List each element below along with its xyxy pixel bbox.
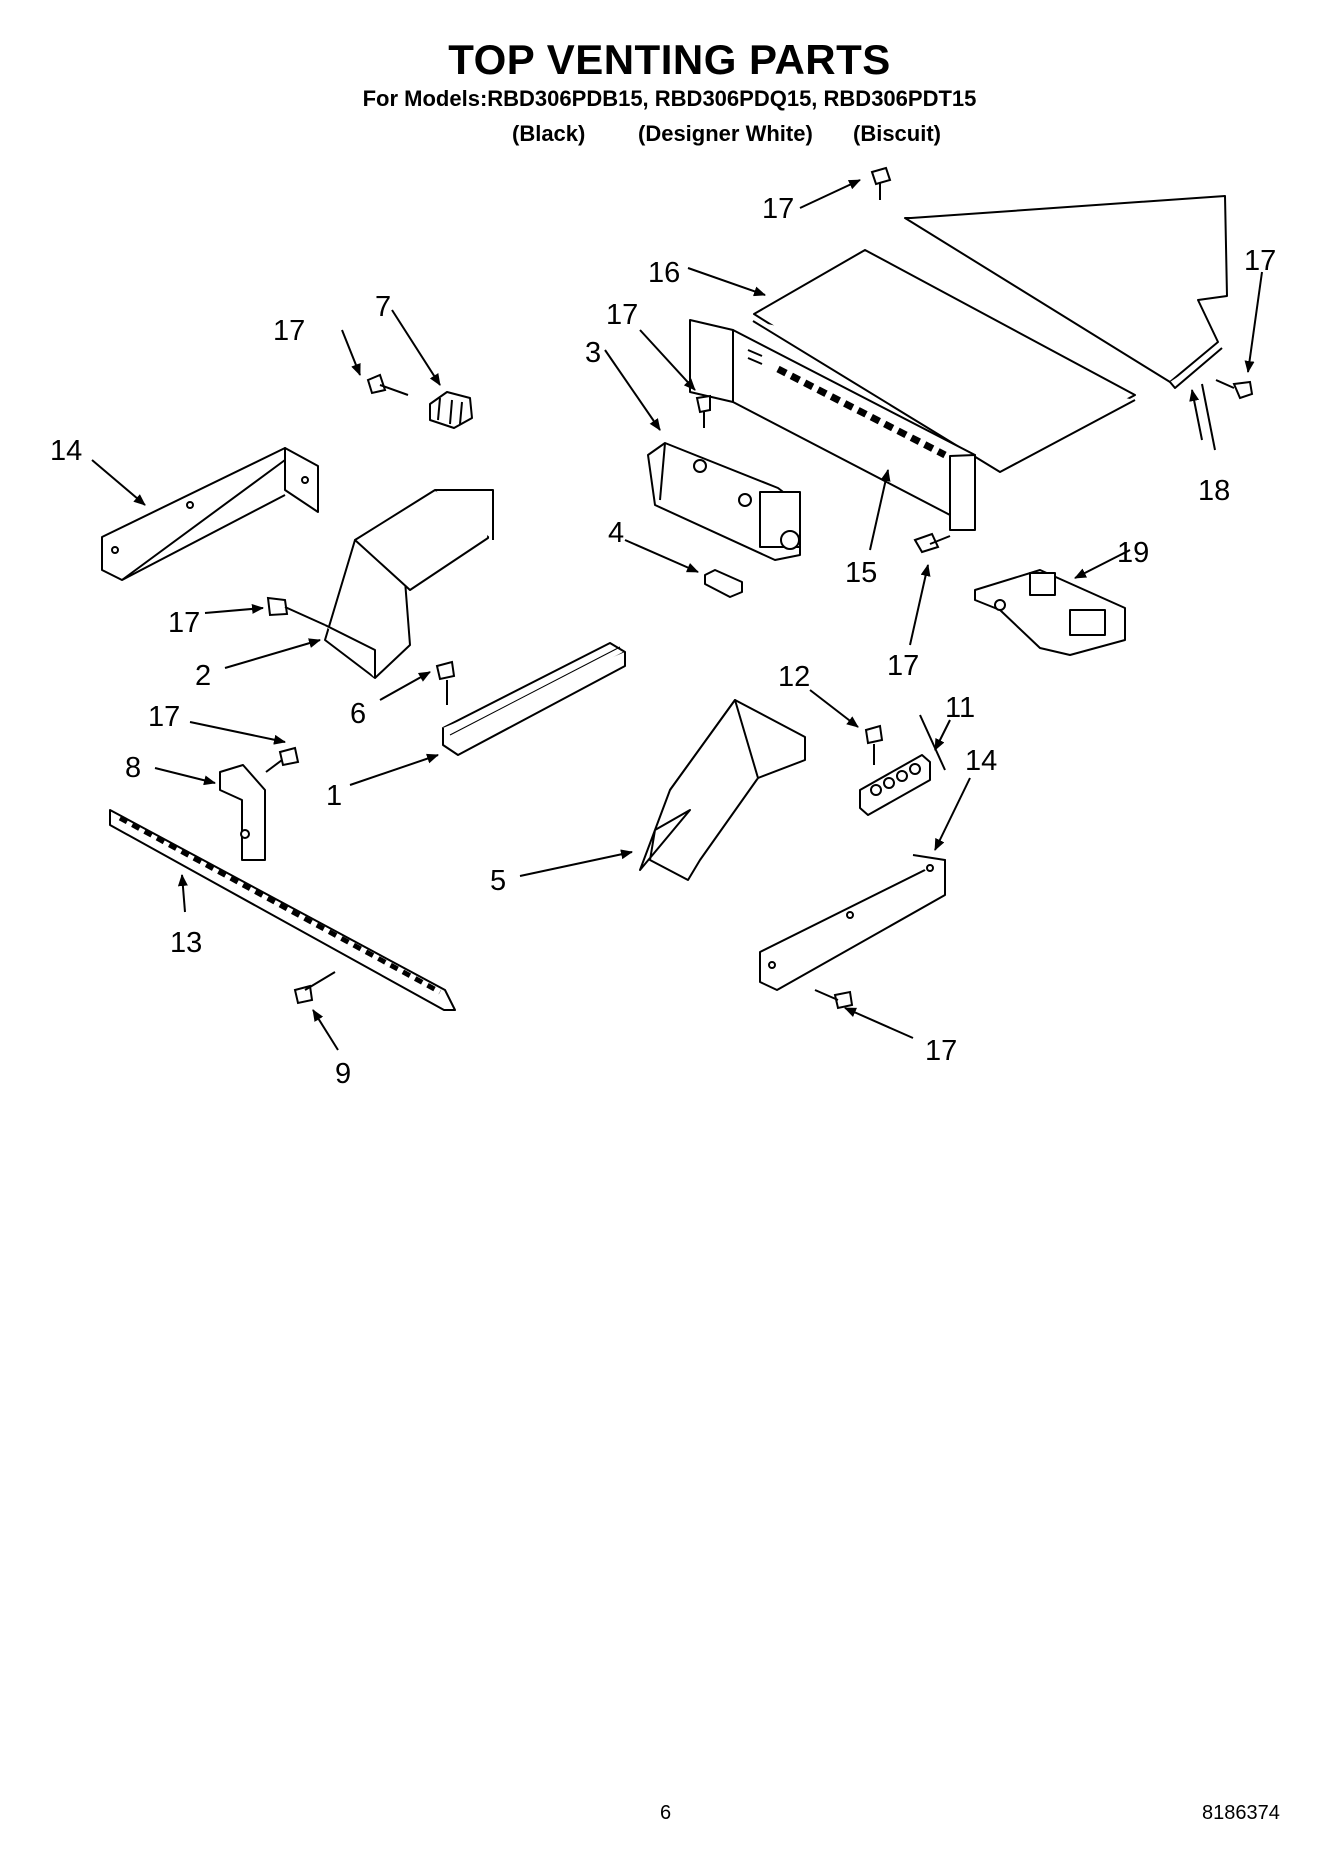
screw-6 xyxy=(435,660,456,705)
part-5-deflector xyxy=(639,699,806,881)
screw-12 xyxy=(864,724,884,765)
callout-3: 3 xyxy=(585,337,601,369)
page-number: 6 xyxy=(660,1802,672,1824)
callout-15: 15 xyxy=(845,557,877,589)
document-number: 8186374 xyxy=(1202,1802,1280,1824)
part-19-bracket-plate xyxy=(974,569,1126,656)
callout-5: 5 xyxy=(490,865,506,897)
callout-12: 12 xyxy=(778,661,810,693)
part-8-clip xyxy=(219,764,266,861)
callout-17: 17 xyxy=(887,650,919,682)
callout-2: 2 xyxy=(195,660,211,692)
callout-11: 11 xyxy=(945,692,975,724)
part-14-right-bracket xyxy=(759,854,946,991)
screw-top-right xyxy=(1215,379,1254,400)
callout-17: 17 xyxy=(606,299,638,331)
callout-17: 17 xyxy=(762,193,794,225)
screw-top-center xyxy=(870,166,892,200)
screw-8 xyxy=(265,746,300,773)
callout-17: 17 xyxy=(273,315,305,347)
screw-2 xyxy=(266,596,326,626)
variant-black: (Black) xyxy=(512,121,586,146)
callout-16: 16 xyxy=(648,257,680,289)
callout-19: 19 xyxy=(1117,537,1149,569)
screw-15 xyxy=(913,532,951,554)
callout-8: 8 xyxy=(125,752,141,784)
models-line: For Models:RBD306PDB15, RBD306PDQ15, RBD… xyxy=(362,86,977,111)
callout-4: 4 xyxy=(608,517,624,549)
part-18-cover-plate xyxy=(904,195,1228,389)
leader-lines xyxy=(91,179,1263,1051)
page-title: TOP VENTING PARTS xyxy=(448,36,891,83)
callout-6: 6 xyxy=(350,698,366,730)
callout-18: 18 xyxy=(1198,475,1230,507)
screw-3 xyxy=(695,394,711,428)
variant-biscuit: (Biscuit) xyxy=(853,121,941,146)
callout-17: 17 xyxy=(1244,245,1276,277)
callout-17: 17 xyxy=(168,607,200,639)
callout-labels: 17 17 16 17 17 7 3 14 18 4 19 15 17 17 2… xyxy=(50,193,1276,1090)
part-3-control-assembly xyxy=(647,442,801,561)
screw-7 xyxy=(366,373,409,396)
part-11-terminal-block xyxy=(859,754,931,816)
part-4-block xyxy=(704,569,743,598)
callout-17: 17 xyxy=(925,1035,957,1067)
part-7-connector xyxy=(429,391,473,429)
callout-14: 14 xyxy=(965,745,997,777)
screw-14r xyxy=(814,989,854,1010)
callout-14: 14 xyxy=(50,435,82,467)
part-16-top-panel xyxy=(752,249,1136,473)
callout-1: 1 xyxy=(326,780,342,812)
callout-13: 13 xyxy=(170,927,202,959)
screws xyxy=(265,166,1254,1010)
part-15-vent-grille xyxy=(689,319,976,531)
part-1-channel xyxy=(442,642,626,756)
part-14-left-bracket xyxy=(101,447,319,581)
screw-9 xyxy=(293,971,336,1005)
variant-designer-white: (Designer White) xyxy=(638,121,813,146)
part-13-rail xyxy=(109,809,456,1011)
part-2-duct xyxy=(324,489,494,679)
callout-17: 17 xyxy=(148,701,180,733)
callout-7: 7 xyxy=(375,291,391,323)
callout-9: 9 xyxy=(335,1058,351,1090)
